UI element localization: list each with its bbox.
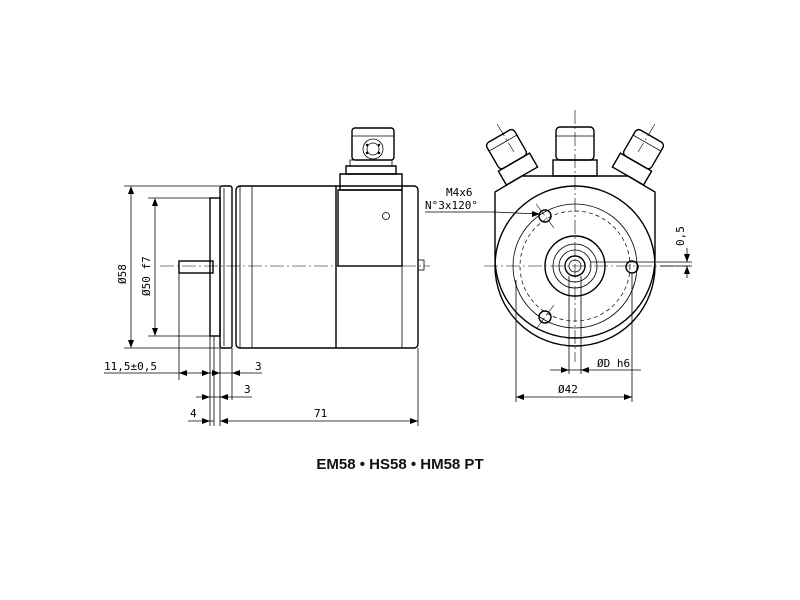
dim-spigot-diameter: Ø50 f7 bbox=[140, 256, 153, 296]
side-view: Ø58 Ø50 f7 11,5±0,5 3 3 4 71 bbox=[104, 127, 430, 426]
screw-hole bbox=[382, 212, 390, 220]
front-view: M4x6 N°3x120° 0,5 ØD h6 Ø42 bbox=[425, 110, 692, 402]
pitch-circle bbox=[519, 210, 631, 322]
dim-hole-pattern: N°3x120° bbox=[425, 199, 478, 212]
mounting-hole bbox=[625, 260, 639, 274]
mounting-hole bbox=[538, 310, 552, 324]
dim-flange-offset: 11,5±0,5 bbox=[104, 360, 157, 373]
dim-offset: 0,5 bbox=[674, 226, 687, 246]
dim-body-length: 71 bbox=[314, 407, 327, 420]
flange bbox=[219, 185, 233, 349]
encoder-body bbox=[235, 185, 419, 349]
housing-outline bbox=[494, 175, 656, 339]
shaft-circle bbox=[564, 255, 586, 277]
dim-pitch-diameter: Ø42 bbox=[558, 383, 578, 396]
m12-connector-right bbox=[611, 128, 665, 186]
hub-circle bbox=[544, 235, 606, 297]
spigot bbox=[209, 197, 221, 337]
m12-connector-left bbox=[485, 128, 539, 186]
dim-shaft-gap: 4 bbox=[190, 407, 197, 420]
dim-flange-thickness: 3 bbox=[255, 360, 262, 373]
dim-shaft-fit: ØD h6 bbox=[597, 357, 630, 370]
m12-connector-side bbox=[339, 127, 403, 191]
m12-connector-top bbox=[552, 126, 598, 177]
mounting-hole bbox=[538, 209, 552, 223]
dim-thread: M4x6 bbox=[446, 186, 473, 199]
dim-spigot-depth: 3 bbox=[244, 383, 251, 396]
model-caption: EM58 • HS58 • HM58 PT bbox=[316, 456, 484, 473]
outer-circle bbox=[494, 185, 656, 347]
connector-housing bbox=[337, 189, 403, 267]
shaft bbox=[178, 260, 214, 274]
spigot-circle bbox=[512, 203, 638, 329]
dim-outer-diameter: Ø58 bbox=[116, 264, 129, 284]
